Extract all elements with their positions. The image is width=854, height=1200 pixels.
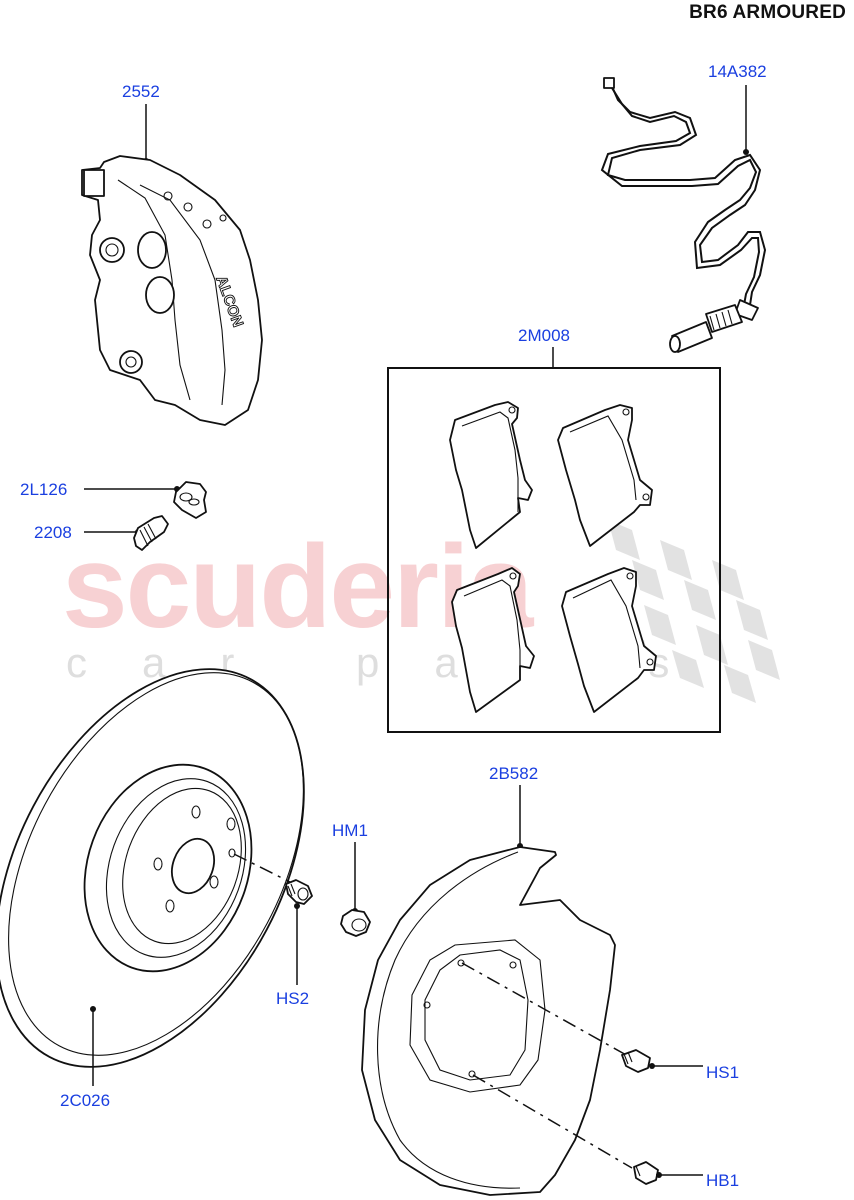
callout-2M008[interactable]: 2M008 <box>518 326 570 345</box>
diagram-title: BR6 ARMOURED <box>689 2 846 23</box>
callout-HS2[interactable]: HS2 <box>276 989 310 1008</box>
callout-2C026[interactable]: 2C026 <box>60 1091 111 1110</box>
callout-2208[interactable]: 2208 <box>34 523 72 542</box>
bleed-parts-drawing <box>84 481 207 551</box>
callout-HB1[interactable]: HB1 <box>706 1171 740 1190</box>
callout-2L126[interactable]: 2L126 <box>20 480 68 499</box>
hs2-screw-drawing <box>285 879 313 985</box>
callout-14A382[interactable]: 14A382 <box>708 62 767 81</box>
callout-2B582[interactable]: 2B582 <box>489 764 539 783</box>
brake-pad-set-drawing <box>387 347 721 733</box>
brake-disc-drawing <box>0 668 305 1086</box>
callout-HS1[interactable]: HS1 <box>706 1063 740 1082</box>
splash-shield-drawing <box>361 785 633 1196</box>
sensor-connector <box>603 77 615 89</box>
shield-bolts-drawing <box>621 1049 703 1185</box>
hm1-nut-drawing <box>340 842 371 937</box>
brake-caliper-drawing: ALCON <box>81 104 263 426</box>
callout-2552[interactable]: 2552 <box>122 82 160 101</box>
wear-sensor-drawing <box>600 77 767 353</box>
callout-HM1[interactable]: HM1 <box>332 821 368 840</box>
